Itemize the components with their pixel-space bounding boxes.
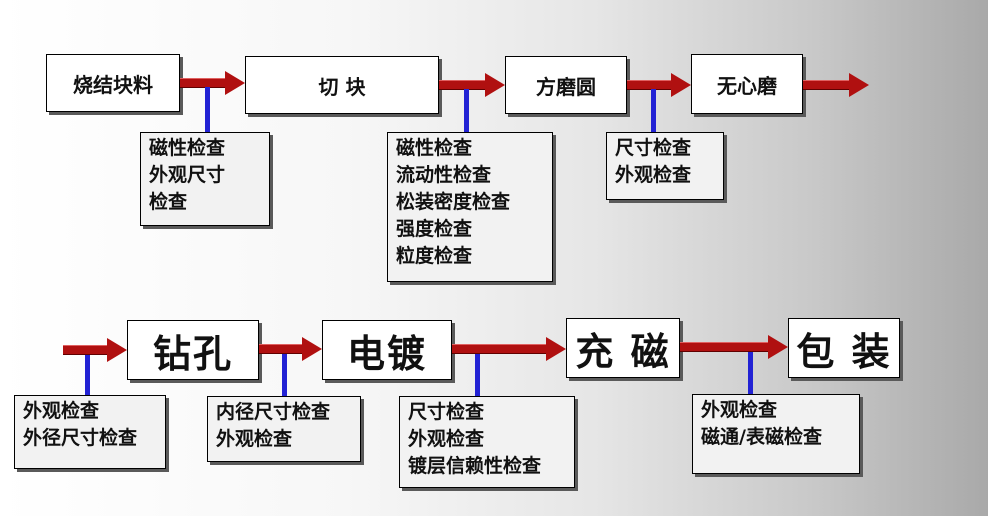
check-box-square-grinding: 尺寸检查 外观检查 [606,132,724,200]
check-item: 镀层信赖性检查 [408,455,542,477]
check-connector-6 [475,354,480,396]
check-item: 磁通/表磁检查 [701,426,822,448]
check-box-sintered-block: 磁性检查 外观尺寸 检查 [140,132,270,226]
flow-arrow-7 [452,337,566,361]
step-square-grinding: 方磨圆 [505,56,627,114]
check-item: 外观尺寸 [149,164,226,186]
check-item: 强度检查 [396,218,473,240]
check-box-packaging: 外观检查 磁通/表磁检查 [692,394,860,474]
check-connector-1 [205,87,210,132]
check-connector-5 [282,354,287,396]
check-item: 外径尺寸检查 [23,427,138,449]
step-packaging: 包 装 [788,318,900,378]
flow-arrow-6 [259,337,322,361]
flow-arrow-1 [180,71,245,95]
step-centerless-grinding: 无心磨 [691,54,803,114]
check-item: 检查 [149,191,188,213]
check-connector-4 [85,355,90,395]
check-item: 外观检查 [216,428,293,450]
flow-arrow-4 [803,73,869,97]
check-item: 尺寸检查 [615,137,692,159]
check-connector-2 [464,89,469,132]
check-item: 松装密度检查 [396,191,511,213]
check-item: 外观检查 [615,164,692,186]
flow-arrow-3 [627,73,691,97]
check-item: 外观检查 [701,399,778,421]
check-connector-7 [748,352,753,394]
flow-arrow-5 [63,338,127,362]
check-item: 尺寸检查 [408,401,485,423]
check-item: 外观检查 [23,400,100,422]
step-magnetizing: 充 磁 [566,318,680,378]
check-box-cutting: 磁性检查 流动性检查 松装密度检查 强度检查 粒度检查 [387,132,553,282]
step-cutting: 切 块 [245,56,439,114]
check-item: 内径尺寸检查 [216,401,331,423]
check-item: 流动性检查 [396,164,492,186]
check-item: 磁性检查 [149,137,226,159]
check-box-drilling-entry: 外观检查 外径尺寸检查 [14,395,166,469]
check-connector-3 [651,89,656,132]
check-box-electroplating: 尺寸检查 外观检查 镀层信赖性检查 [399,396,575,488]
check-box-drilling: 内径尺寸检查 外观检查 [207,396,361,462]
flow-arrow-8 [680,335,788,359]
step-electroplating: 电镀 [322,320,452,380]
flow-arrow-2 [439,73,505,97]
check-item: 磁性检查 [396,137,473,159]
step-sintered-block: 烧结块料 [46,54,180,112]
check-item: 外观检查 [408,428,485,450]
check-item: 粒度检查 [396,245,473,267]
step-drilling: 钻孔 [127,320,259,380]
